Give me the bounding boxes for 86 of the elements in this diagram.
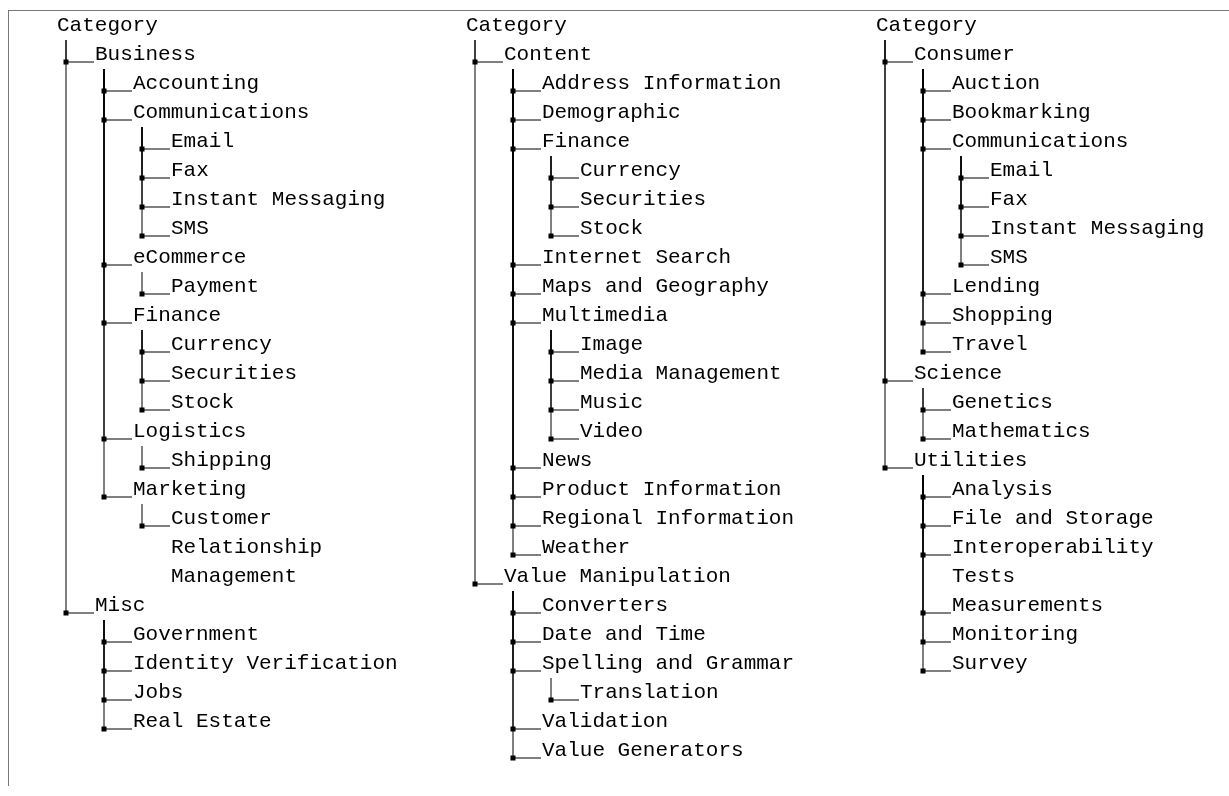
category-label: Securities — [580, 185, 707, 214]
category-label: Misc — [95, 591, 146, 620]
category-label: Fax — [990, 185, 1028, 214]
tree-connector — [103, 619, 133, 730]
category-label: Communications — [133, 98, 310, 127]
category-label: Category — [466, 11, 567, 40]
category-label: Address Information — [542, 69, 782, 98]
category-label: Analysis — [952, 475, 1053, 504]
category-label: Accounting — [133, 69, 260, 98]
category-label: Category — [876, 11, 977, 40]
tree-connector — [65, 39, 95, 614]
category-label: Genetics — [952, 388, 1053, 417]
category-label: Maps and Geography — [542, 272, 769, 301]
category-label: Business — [95, 40, 196, 69]
category-label: Instant Messaging — [171, 185, 386, 214]
category-label: Demographic — [542, 98, 681, 127]
category-label: Jobs — [133, 678, 184, 707]
tree-connector — [141, 503, 171, 527]
tree-connector — [474, 39, 504, 585]
category-label: Validation — [542, 707, 669, 736]
category-label: Logistics — [133, 417, 247, 446]
category-label: Marketing — [133, 475, 247, 504]
category-label: Value Generators — [542, 736, 744, 765]
category-label: Currency — [171, 330, 272, 359]
category-label: News — [542, 446, 593, 475]
category-label: Stock — [580, 214, 643, 243]
category-label: Shopping — [952, 301, 1053, 330]
category-label: File and Storage — [952, 504, 1154, 533]
category-label: Lending — [952, 272, 1041, 301]
tree-connector — [960, 155, 990, 266]
category-label: Interoperability Tests — [952, 533, 1167, 591]
category-label: Utilities — [914, 446, 1028, 475]
category-label: Currency — [580, 156, 681, 185]
category-label: Real Estate — [133, 707, 272, 736]
category-label: Payment — [171, 272, 260, 301]
category-label: Image — [580, 330, 643, 359]
category-label: Auction — [952, 69, 1041, 98]
category-label: Stock — [171, 388, 234, 417]
category-label: Multimedia — [542, 301, 669, 330]
tree-connector — [141, 445, 171, 469]
category-label: Consumer — [914, 40, 1015, 69]
category-label: Weather — [542, 533, 631, 562]
category-label: eCommerce — [133, 243, 247, 272]
category-label: Content — [504, 40, 593, 69]
category-label: Mathematics — [952, 417, 1091, 446]
tree-connector — [141, 271, 171, 295]
category-label: Date and Time — [542, 620, 706, 649]
category-label: Communications — [952, 127, 1129, 156]
category-label: Category — [57, 11, 158, 40]
category-label: Shipping — [171, 446, 272, 475]
category-label: SMS — [171, 214, 209, 243]
category-label: Fax — [171, 156, 209, 185]
category-label: Identity Verification — [133, 649, 398, 678]
tree-connector — [512, 590, 542, 759]
category-label: Converters — [542, 591, 669, 620]
category-label: Measurements — [952, 591, 1104, 620]
tree-connector — [550, 677, 580, 701]
category-label: Customer Relationship Management — [171, 504, 335, 591]
category-label: Securities — [171, 359, 298, 388]
category-label: Finance — [542, 127, 631, 156]
tree-connector — [550, 155, 580, 237]
category-label: Instant Messaging — [990, 214, 1205, 243]
category-label: Bookmarking — [952, 98, 1091, 127]
category-label: Value Manipulation — [504, 562, 731, 591]
category-label: Spelling and Grammar — [542, 649, 795, 678]
tree-connector — [550, 329, 580, 440]
category-label: Travel — [952, 330, 1028, 359]
tree-connector — [141, 329, 171, 411]
category-label: Government — [133, 620, 260, 649]
category-label: Media Management — [580, 359, 782, 388]
category-label: Email — [990, 156, 1053, 185]
category-label: Email — [171, 127, 234, 156]
category-label: Video — [580, 417, 643, 446]
category-label: Survey — [952, 649, 1028, 678]
tree-connector — [884, 39, 914, 469]
category-label: Internet Search — [542, 243, 732, 272]
tree-connector — [922, 387, 952, 440]
category-label: Science — [914, 359, 1003, 388]
tree-connector — [141, 126, 171, 237]
category-label: Finance — [133, 301, 222, 330]
category-label: SMS — [990, 243, 1028, 272]
category-label: Translation — [580, 678, 719, 707]
category-label: Product Information — [542, 475, 782, 504]
category-label: Monitoring — [952, 620, 1079, 649]
category-label: Regional Information — [542, 504, 795, 533]
category-label: Music — [580, 388, 643, 417]
